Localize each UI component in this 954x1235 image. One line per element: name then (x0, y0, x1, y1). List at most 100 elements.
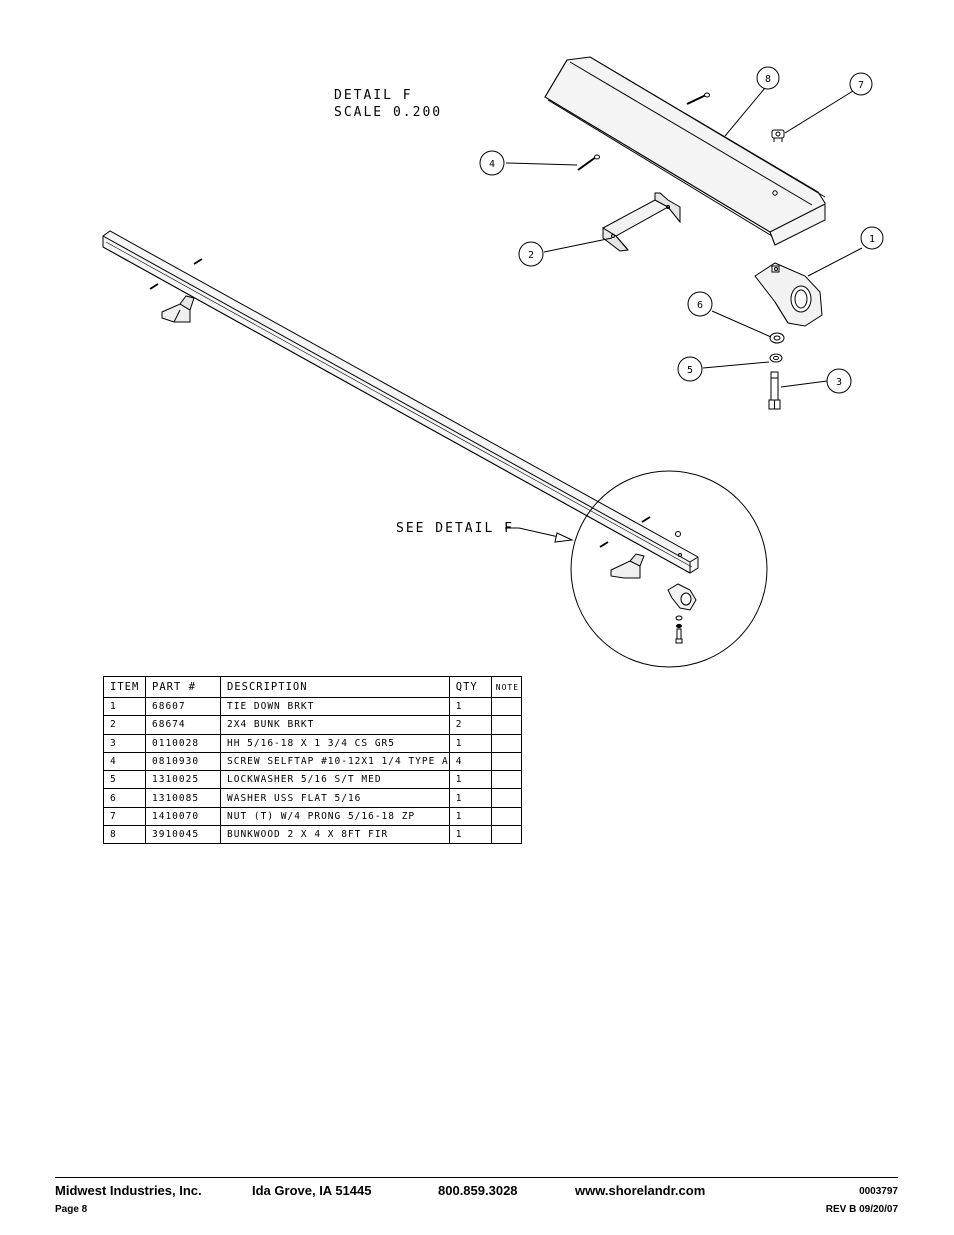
bill-of-materials-table: ITEM PART # DESCRIPTION QTY NOTE 1 68607… (103, 676, 522, 845)
col-header-qty: QTY (448, 676, 492, 698)
cell-item: 5 (103, 770, 146, 790)
footer-doc-number: 0003797 (859, 1186, 898, 1197)
svg-text:7: 7 (858, 80, 864, 91)
lockwasher-item5 (769, 353, 783, 363)
see-detail-label: SEE DETAIL F (396, 521, 514, 536)
table-row: 8 3910045 BUNKWOOD 2 X 4 X 8FT FIR 1 (103, 825, 522, 845)
callout-1: 1 (860, 226, 884, 250)
table-row: 4 0810930 SCREW SELFTAP #10-12X1 1/4 TYP… (103, 751, 522, 772)
cell-qty: 1 (448, 733, 492, 753)
callout-7: 7 (849, 72, 873, 96)
cell-qty: 4 (448, 751, 492, 772)
footer-revision: REV B 09/20/07 (825, 1204, 898, 1215)
callout-6: 6 (687, 291, 713, 317)
cell-item: 4 (103, 751, 146, 772)
cell-note (490, 696, 522, 717)
cell-part: 1310085 (145, 788, 221, 808)
callout-3: 3 (826, 368, 852, 394)
footer-website[interactable]: www.shorelandr.com (575, 1183, 706, 1198)
table-row: 5 1310025 LOCKWASHER 5/16 S/T MED 1 (103, 770, 522, 790)
cell-item: 2 (103, 715, 146, 735)
cell-description: HH 5/16-18 X 1 3/4 CS GR5 (220, 733, 450, 753)
cell-note (490, 788, 522, 808)
col-header-part: PART # (145, 676, 221, 698)
callout-8: 8 (756, 66, 780, 90)
col-header-item: ITEM (103, 676, 146, 698)
cell-part: 0810930 (145, 751, 221, 772)
assembly-bracket-right (610, 553, 645, 579)
table-row: 6 1310085 WASHER USS FLAT 5/16 1 (103, 788, 522, 808)
table-row: 2 68674 2X4 BUNK BRKT 2 (103, 715, 522, 735)
svg-text:4: 4 (489, 159, 495, 170)
cell-qty: 1 (448, 788, 492, 808)
cell-qty: 2 (448, 715, 492, 735)
detail-title: DETAIL F (334, 88, 413, 103)
cell-note (490, 715, 522, 735)
footer-page-number: Page 8 (55, 1204, 88, 1215)
cell-note (490, 770, 522, 790)
cell-item: 8 (103, 825, 146, 845)
footer-phone: 800.859.3028 (438, 1183, 518, 1198)
cell-item: 1 (103, 696, 146, 717)
table-row: 1 68607 TIE DOWN BRKT 1 (103, 696, 522, 717)
table-row: 3 0110028 HH 5/16-18 X 1 3/4 CS GR5 1 (103, 733, 522, 753)
svg-text:6: 6 (697, 300, 703, 311)
svg-text:1: 1 (869, 234, 875, 245)
screw-top (686, 92, 710, 105)
callout-2: 2 (518, 241, 544, 267)
col-header-description: DESCRIPTION (220, 676, 450, 698)
cell-qty: 1 (448, 770, 492, 790)
table-row: 7 1410070 NUT (T) W/4 PRONG 5/16-18 ZP 1 (103, 806, 522, 827)
cell-qty: 1 (448, 825, 492, 845)
cell-description: SCREW SELFTAP #10-12X1 1/4 TYPE A (220, 751, 450, 772)
cell-qty: 1 (448, 806, 492, 827)
bunk-bracket-item2 (601, 192, 681, 252)
assembly-bolt-stack (675, 615, 683, 644)
cell-description: WASHER USS FLAT 5/16 (220, 788, 450, 808)
cell-note (490, 733, 522, 753)
cell-note (490, 825, 522, 845)
bunkwood-detail (544, 56, 826, 246)
exploded-assembly-drawing: DETAIL F SCALE 0.200 (102, 56, 884, 668)
cell-item: 7 (103, 806, 146, 827)
cell-part: 68674 (145, 715, 221, 735)
cell-part: 1410070 (145, 806, 221, 827)
callout-leaders (505, 87, 863, 388)
assembly-tie-down (667, 583, 697, 611)
svg-text:2: 2 (528, 250, 534, 261)
footer-city: Ida Grove, IA 51445 (252, 1183, 372, 1198)
cell-part: 3910045 (145, 825, 221, 845)
flat-washer-item6 (769, 332, 785, 344)
tie-down-bracket-item1 (754, 262, 823, 327)
screw-item4 (577, 154, 600, 171)
cell-note (490, 751, 522, 772)
svg-text:5: 5 (687, 365, 693, 376)
cell-description: BUNKWOOD 2 X 4 X 8FT FIR (220, 825, 450, 845)
t-nut-item7 (771, 129, 785, 142)
bolt-item3 (768, 371, 781, 410)
cell-qty: 1 (448, 696, 492, 717)
cell-description: 2X4 BUNK BRKT (220, 715, 450, 735)
svg-text:8: 8 (765, 74, 771, 85)
cell-note (490, 806, 522, 827)
assembly-screws (149, 258, 681, 548)
cell-description: LOCKWASHER 5/16 S/T MED (220, 770, 450, 790)
cell-item: 6 (103, 788, 146, 808)
cell-item: 3 (103, 733, 146, 753)
cell-description: NUT (T) W/4 PRONG 5/16-18 ZP (220, 806, 450, 827)
cell-part: 0110028 (145, 733, 221, 753)
col-header-note: NOTE (490, 676, 522, 698)
cell-part: 1310025 (145, 770, 221, 790)
cell-part: 68607 (145, 696, 221, 717)
detail-scale: SCALE 0.200 (334, 105, 442, 120)
assembly-bracket-left (161, 295, 195, 323)
footer-rule (55, 1177, 898, 1178)
callout-5: 5 (677, 356, 703, 382)
table-header-row: ITEM PART # DESCRIPTION QTY NOTE (103, 676, 522, 698)
footer-company: Midwest Industries, Inc. (55, 1183, 202, 1198)
callout-4: 4 (479, 150, 505, 176)
cell-description: TIE DOWN BRKT (220, 696, 450, 717)
see-detail-leader (505, 527, 574, 543)
detail-circle (570, 470, 768, 668)
svg-text:3: 3 (836, 377, 842, 388)
